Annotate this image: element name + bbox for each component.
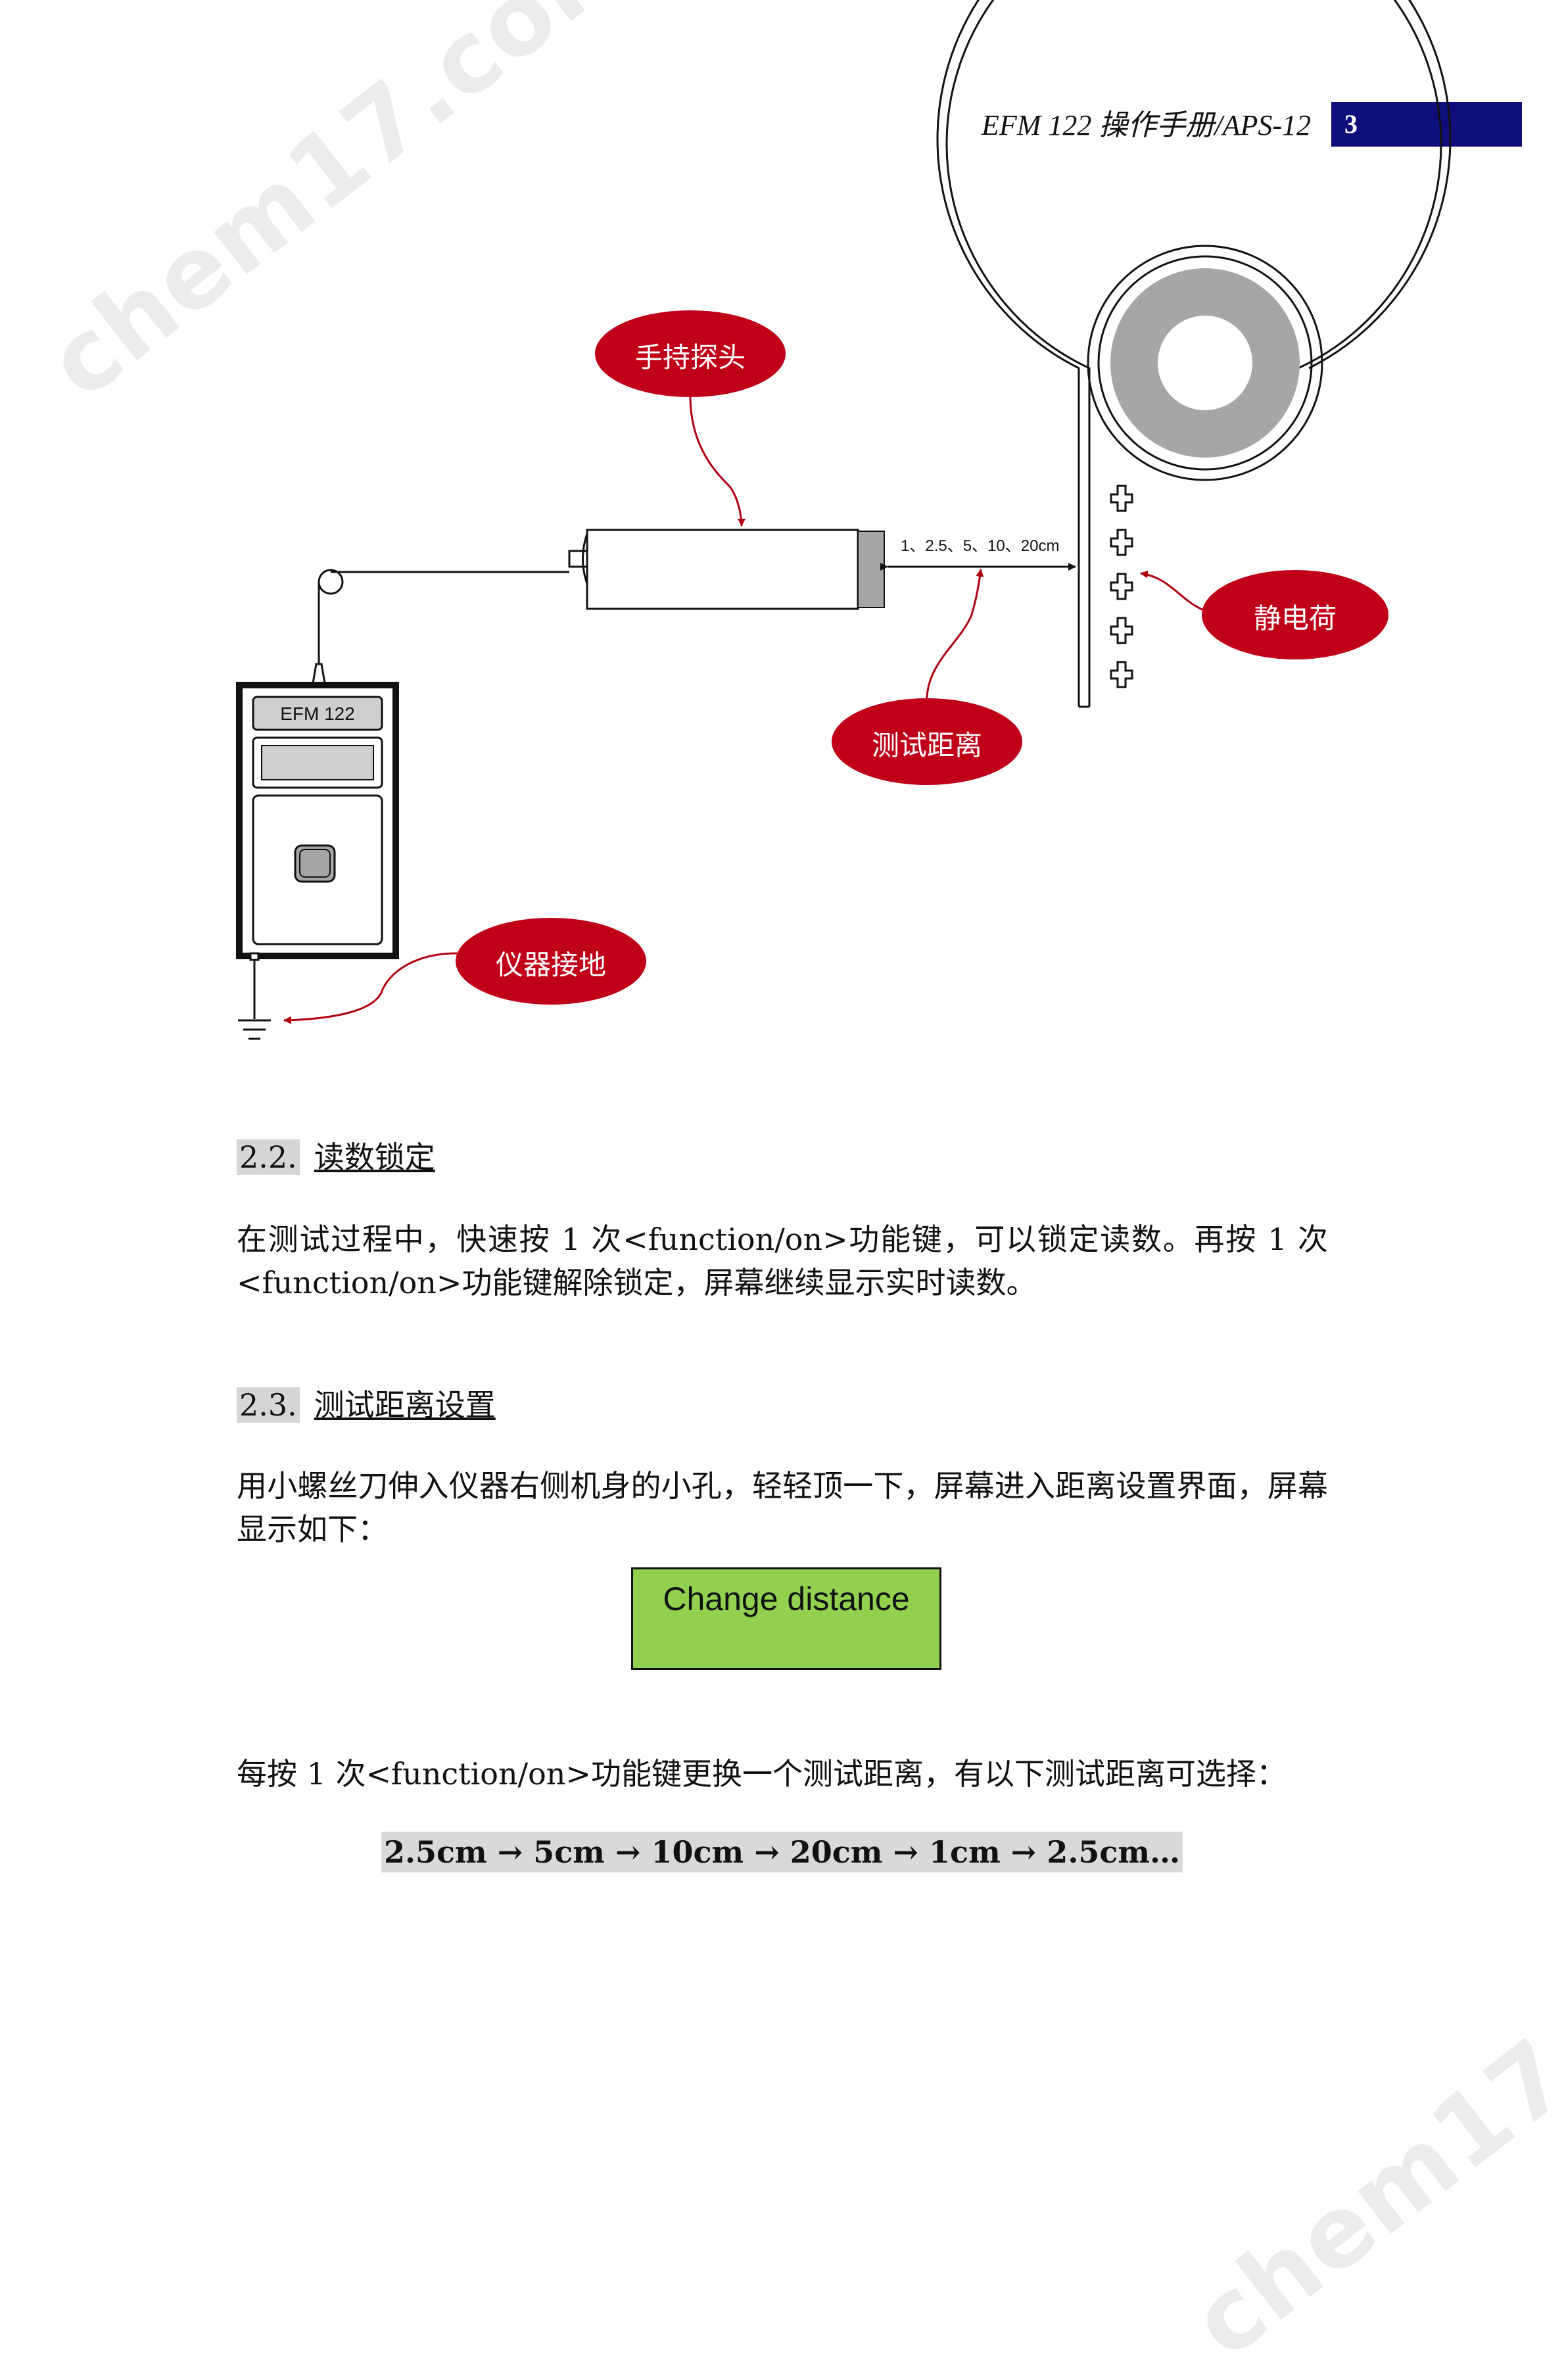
section-title: 读数锁定 [314,1139,435,1175]
charge-plus-signs [1110,485,1133,688]
lcd-display-sample: Change distance [631,1567,941,1670]
distance-callout-arrow [926,569,984,707]
probe-cable [311,569,569,688]
header-title: EFM 122 操作手册/APS-12 [981,109,1311,141]
ground-callout-text: 仪器接地 [495,949,606,981]
probe-callout-arrow [689,395,746,527]
distance-callout-text: 测试距离 [871,729,982,761]
section-title: 测试距离设置 [314,1387,496,1423]
instrument-diagram [236,0,1452,1040]
paragraph-distance-options: 每按 1 次<function/on>功能键更换一个测试距离，有以下测试距离可选… [237,1756,1287,1792]
paragraph-reading-lock: 在测试过程中，快速按 1 次<function/on>功能键，可以锁定读数。再按… [237,1222,1328,1300]
efm-meter [236,682,399,959]
film-roll [936,0,1452,708]
watermark-bottom: chem17.com [1171,1849,1564,2380]
probe-callout [595,310,786,397]
page-number-badge: 3 [1331,102,1522,147]
charge-callout [1202,570,1388,659]
handheld-probe [568,529,885,610]
distance-sequence: 2.5cm → 5cm → 10cm → 20cm → 1cm → 2.5cm… [0,1832,1564,1872]
section-number: 2.2. [237,1139,300,1175]
distance-label: 1、2.5、5、10、20cm [901,537,1060,555]
ground-symbol [238,952,271,1040]
ground-callout-arrow [283,952,458,1024]
paragraph-distance-setting: 用小螺丝刀伸入仪器右侧机身的小孔，轻轻顶一下，屏幕进入距离设置界面，屏幕显示如下… [237,1468,1328,1547]
lcd-display-text: Change distance [663,1581,910,1617]
charge-callout-text: 静电荷 [1253,602,1337,634]
distance-callout [832,698,1022,785]
probe-callout-text: 手持探头 [634,341,746,373]
section-heading-2-3: 2.3. 测试距离设置 [237,1385,496,1425]
device-label: EFM 122 [280,703,355,724]
section-number: 2.3. [237,1387,300,1423]
section-heading-2-2: 2.2. 读数锁定 [237,1137,435,1177]
ground-callout [456,918,646,1005]
distance-sequence-text: 2.5cm → 5cm → 10cm → 20cm → 1cm → 2.5cm… [381,1832,1183,1872]
